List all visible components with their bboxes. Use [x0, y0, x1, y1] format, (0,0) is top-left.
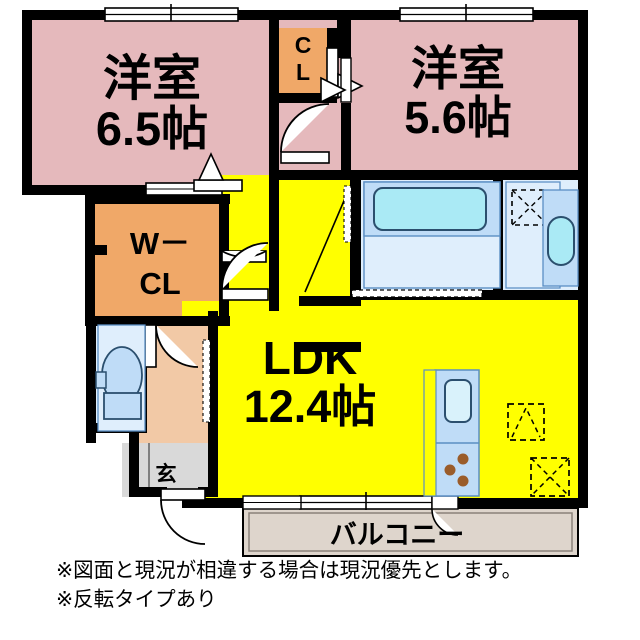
- wall-wcl-inner: [85, 245, 107, 255]
- wall-left-outer: [22, 10, 32, 194]
- bathtub: [373, 187, 487, 231]
- label-bedroom-main-name: 洋室: [103, 52, 201, 106]
- wall-wcl-left: [85, 194, 95, 326]
- wall-ldk-left-upper: [219, 301, 229, 311]
- stove-burner-1: [457, 453, 469, 465]
- stove-burner-2: [444, 464, 456, 476]
- toilet-lever: [95, 371, 107, 389]
- label-bedroom-second-name: 洋室: [411, 42, 505, 95]
- wall-wcl-bottom: [85, 316, 230, 326]
- wall-corridor-right: [208, 316, 218, 497]
- wall-entrance-bottom-r: [198, 487, 218, 497]
- bath-threshold-hatch: [351, 289, 483, 298]
- kitchen-fixture: [423, 369, 480, 497]
- window-ldk-left: [242, 495, 302, 510]
- label-ldk-name: LDK: [263, 332, 358, 384]
- wall-bedroom-second-left2: [341, 103, 351, 179]
- window-bedroom-second: [399, 4, 534, 22]
- washroom-fixture: [505, 181, 579, 289]
- wall-wcl-top: [85, 194, 230, 204]
- wall-top-mid: [279, 10, 351, 20]
- stove-burner-3: [457, 475, 469, 487]
- wall-entrance-bottom-l: [129, 487, 167, 497]
- fixtures: [95, 181, 579, 497]
- disclaimer-notes: ※図面と現況が相違する場合は現況優先とします。 ※反転タイプあり: [0, 556, 640, 614]
- wall-hallcloset-right: [351, 180, 361, 306]
- kitchen-sink: [444, 379, 472, 423]
- label-closet-cl-line1: C: [295, 32, 312, 58]
- door-hall-hinged: [280, 103, 330, 164]
- washer-space-washroom: [511, 189, 549, 226]
- wall-bedroom-main-right: [269, 19, 279, 311]
- wall-bedroom-main-bottom: [22, 185, 222, 195]
- label-closet-cl-line2: L: [296, 59, 310, 85]
- window-ldk-balcony: [299, 492, 433, 510]
- wall-hallcloset-bottom: [299, 296, 361, 306]
- room-fill-closet-wcl: [95, 203, 219, 316]
- toilet-fixture: [95, 324, 146, 432]
- balcony-inner-line: [248, 512, 573, 552]
- wall-ldk-left: [208, 311, 218, 321]
- window-bedroom-main: [104, 4, 239, 22]
- door-balcony: [431, 495, 459, 536]
- door-bedroom-main-slide: [193, 152, 243, 192]
- corridor-hatch: [202, 339, 211, 423]
- label-closet-wcl-line1: W－: [130, 226, 190, 261]
- label-balcony: バルコニー: [330, 520, 464, 550]
- wall-toilet-left: [86, 316, 96, 443]
- room-labels: 洋室 6.5帖 洋室 5.6帖 LDK 12.4帖 C L W－ CL 玄 バル…: [96, 32, 512, 550]
- door-wcl-hinged: [221, 242, 269, 301]
- label-entrance: 玄: [156, 462, 177, 486]
- room-fill-closet-cl: [279, 28, 327, 100]
- refrigerator-space: [507, 403, 545, 441]
- hall-wall-hatch: [343, 185, 352, 243]
- vanity-sink: [547, 216, 575, 266]
- door-bedroom-second-closet: [320, 57, 352, 104]
- wall-corridor-lowleft: [129, 433, 139, 497]
- wall-upper-band-bottom: [269, 170, 578, 180]
- balcony-fill: [242, 507, 579, 557]
- wall-bedroom-second-left: [341, 19, 351, 87]
- unit-bath-fixture: [363, 181, 501, 289]
- label-bedroom-second-size: 5.6帖: [404, 92, 512, 143]
- label-closet-wcl-line2: CL: [139, 266, 180, 301]
- toilet-tank: [103, 392, 142, 420]
- wall-cl-left-top: [269, 19, 279, 103]
- wall-right-outer: [578, 10, 588, 508]
- label-ldk-size: 12.4帖: [244, 381, 377, 432]
- room-fill-bedroom-main: [31, 19, 279, 194]
- room-fill-bedroom-second: [351, 19, 578, 179]
- door-entrance: [160, 488, 206, 545]
- label-bedroom-main-size: 6.5帖: [96, 102, 208, 155]
- wall-cl-bottom: [269, 93, 329, 103]
- disclaimer-line-1: ※図面と現況が相違する場合は現況優先とします。: [56, 559, 523, 582]
- disclaimer-line-2: ※反転タイプあり: [56, 588, 217, 611]
- wall-hallcloset-bottom2: [299, 342, 361, 352]
- washing-machine-space: [530, 457, 570, 497]
